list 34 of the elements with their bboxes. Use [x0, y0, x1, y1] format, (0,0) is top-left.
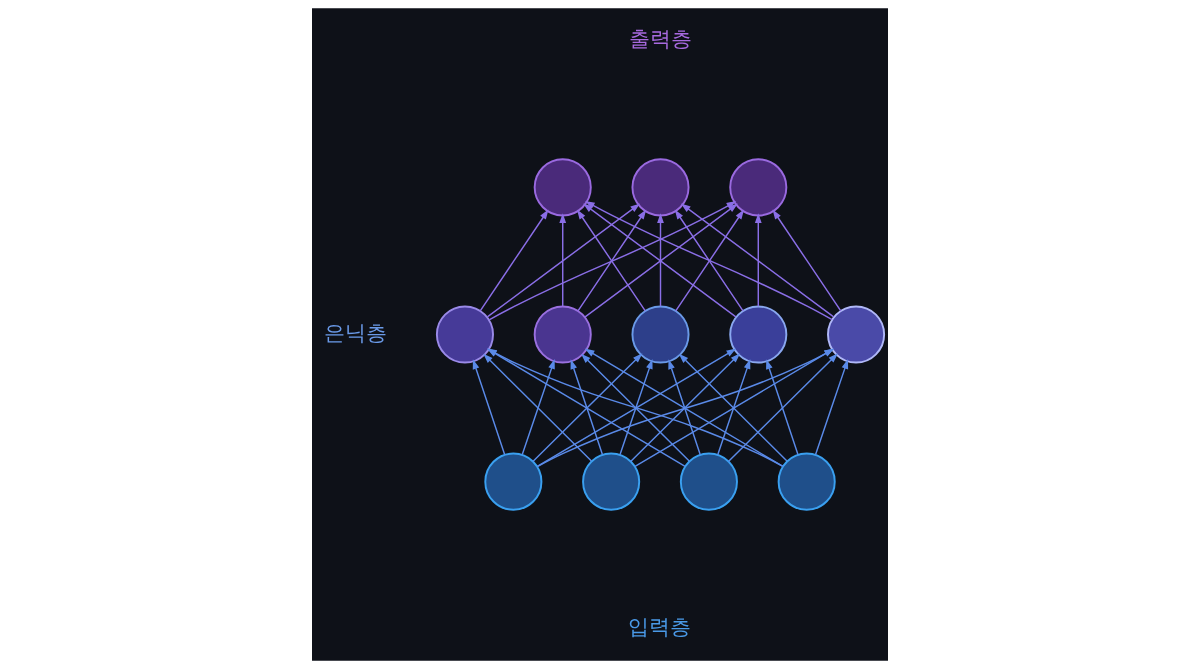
arrow — [754, 213, 762, 307]
arrow — [472, 359, 506, 456]
label: 입력층 — [628, 614, 692, 640]
arrow — [487, 348, 784, 468]
arrow — [629, 353, 741, 463]
arrow — [678, 353, 788, 462]
arrow — [619, 359, 653, 456]
arrow — [680, 203, 835, 318]
arrow — [581, 353, 690, 462]
arrow — [668, 359, 701, 456]
arrow — [584, 348, 784, 468]
arrow — [717, 359, 751, 456]
label: 은닉층 — [324, 319, 388, 345]
arrow — [559, 213, 567, 307]
arrow — [536, 348, 737, 468]
arrow — [487, 348, 686, 468]
arrow — [814, 359, 849, 456]
arrow — [585, 200, 833, 321]
arrow — [657, 213, 664, 307]
arrow — [532, 353, 643, 463]
arrow — [479, 209, 549, 312]
arrow — [483, 353, 593, 462]
arrow — [521, 359, 555, 456]
node-circle — [582, 452, 641, 511]
arrow — [727, 353, 838, 463]
arrow — [486, 203, 641, 318]
arrow — [766, 359, 799, 456]
label: 출력층 — [629, 25, 692, 51]
arrow — [772, 209, 842, 312]
node-circle — [777, 452, 836, 511]
arrow — [488, 201, 737, 321]
arrow — [570, 359, 604, 456]
node-circle — [679, 452, 738, 511]
node-circle — [484, 452, 543, 511]
